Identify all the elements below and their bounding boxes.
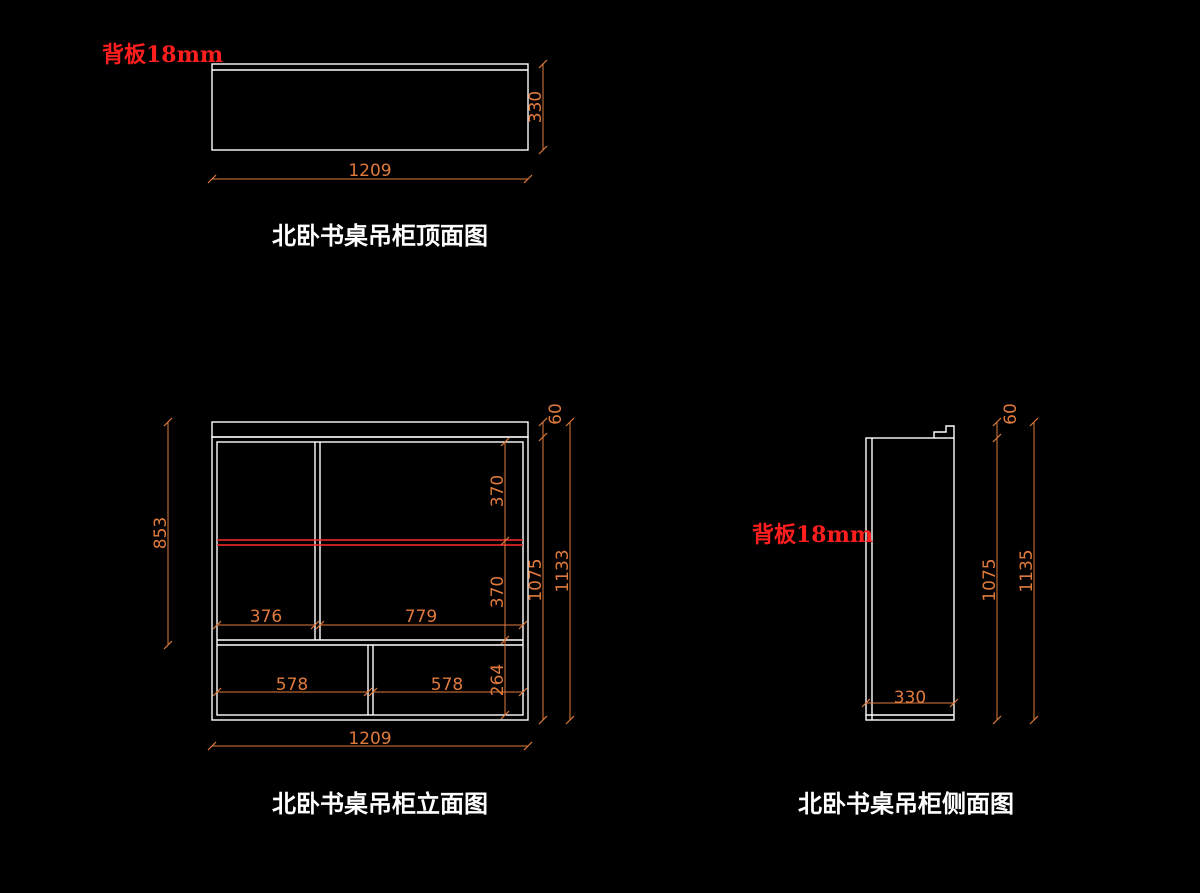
side-depth-dimension: 330: [861, 688, 959, 708]
side-top-cap: [933, 425, 955, 438]
dim-left-compartment: 376: [212, 607, 320, 630]
top-depth-dimension: 330: [526, 59, 548, 155]
front-view: 376 779 578 578 37: [151, 403, 575, 818]
right-compartment-label: 779: [405, 607, 437, 627]
dim-inner-verticals: 370 370 264: [488, 437, 510, 720]
top-width-label: 1209: [348, 161, 391, 181]
front-view-title: 北卧书桌吊柜立面图: [272, 789, 488, 818]
dim-front-width: 1209: [207, 729, 533, 751]
dim-right-compartment: 779: [315, 607, 528, 630]
top-back-panel-note: 背板18mm: [102, 42, 223, 68]
front-carcass: [211, 436, 529, 721]
side-top-offset-dimension: 60: [992, 403, 1021, 438]
upper-section-height-label: 853: [151, 517, 171, 549]
dim-upper-section-height: 853: [151, 417, 173, 650]
lower-height-label: 264: [488, 664, 508, 696]
dim-top-offset: 60: [538, 403, 566, 437]
left-compartment-label: 376: [250, 607, 282, 627]
side-view-title: 北卧书桌吊柜侧面图: [798, 789, 1014, 818]
front-total-height-label: 1133: [553, 549, 573, 592]
front-top-offset-label: 60: [546, 403, 566, 425]
side-total-height-label: 1135: [1017, 549, 1037, 592]
top-view-title: 北卧书桌吊柜顶面图: [272, 221, 488, 250]
front-top-panel: [211, 421, 529, 438]
dim-lower-left: 578: [212, 675, 373, 697]
top-width-dimension: 1209: [207, 161, 533, 184]
front-inner-outline: [216, 441, 524, 716]
top-view-outline: [211, 63, 529, 151]
top-depth-label: 330: [526, 91, 546, 123]
side-back-panel-note: 背板18mm: [752, 522, 873, 548]
side-inner-height-label: 1075: [980, 558, 1000, 601]
upper-shelf-bottom-label: 370: [488, 576, 508, 608]
side-total-height-dimension: 1135: [1017, 417, 1039, 725]
dim-total-height: 1133: [553, 417, 575, 725]
dim-lower-right: 578: [368, 675, 528, 697]
front-width-label: 1209: [348, 729, 391, 749]
side-top-offset-label: 60: [1001, 403, 1021, 425]
lower-left-label: 578: [276, 675, 308, 695]
side-depth-label: 330: [894, 688, 926, 708]
upper-shelf-top-label: 370: [488, 475, 508, 507]
top-view: 1209 330 背板18mm 北卧书桌吊柜顶面图: [102, 42, 548, 250]
dim-inner-height: 1075: [526, 432, 548, 725]
side-carcass: [865, 437, 955, 721]
side-view: 330 1075 1135 60 背板18mm 北卧书桌吊柜侧面图: [752, 403, 1039, 818]
front-inner-height-label: 1075: [526, 558, 546, 601]
lower-right-label: 578: [431, 675, 463, 695]
side-inner-height-dimension: 1075: [980, 433, 1002, 725]
